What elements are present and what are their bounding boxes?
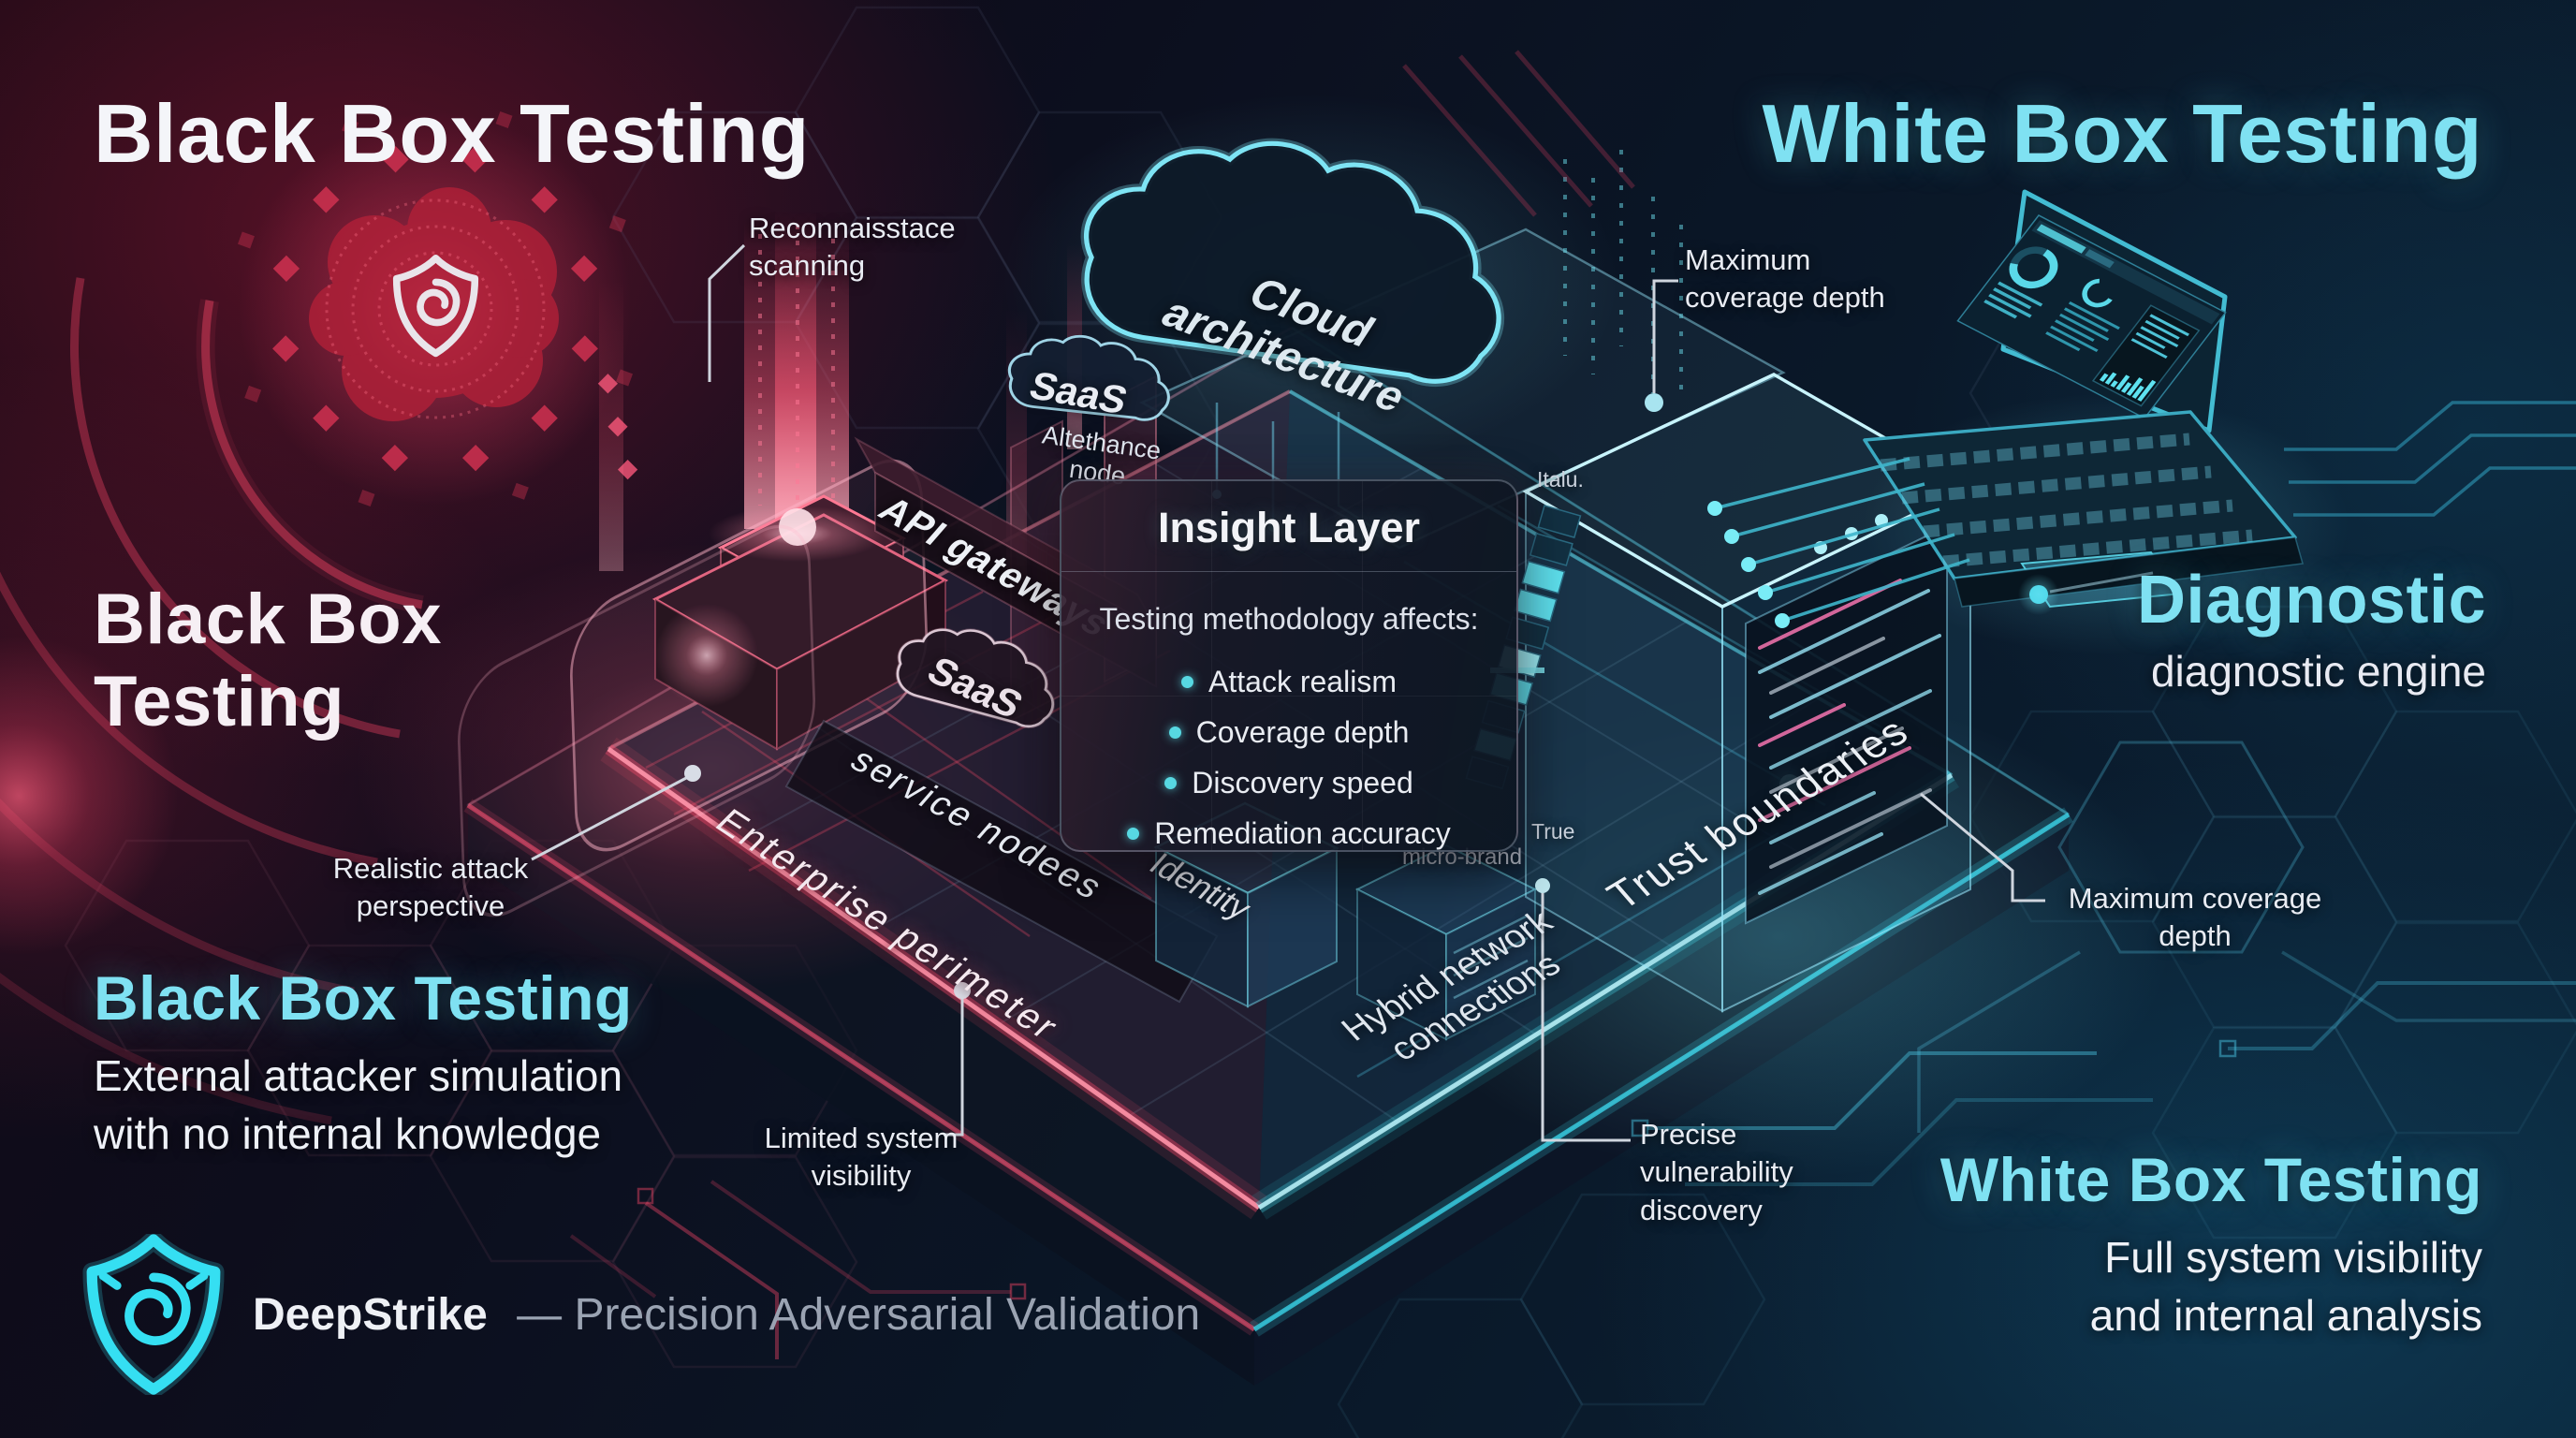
title-diagnostic: Diagnostic bbox=[2136, 563, 2486, 638]
callout-line: scanning bbox=[749, 249, 866, 283]
insight-bullet: Discovery speed bbox=[1164, 766, 1413, 800]
bullet-label: Attack realism bbox=[1208, 665, 1397, 698]
callout-line: vulnerability bbox=[1640, 1155, 1793, 1189]
callout-line: Limited system bbox=[764, 1122, 959, 1154]
insight-bullet: Attack realism bbox=[1181, 665, 1397, 699]
bullet-label: Coverage depth bbox=[1195, 715, 1410, 749]
callout-max-coverage-right: Maximum coverage depth bbox=[2050, 880, 2340, 956]
bullet-label: Remediation accuracy bbox=[1154, 816, 1451, 850]
panel-divider bbox=[1061, 571, 1516, 572]
bullet-dot-icon bbox=[1127, 828, 1140, 840]
shield-logo-icon bbox=[82, 1234, 225, 1395]
callout-line: depth bbox=[2159, 919, 2232, 953]
black-box-description: External attacker simulation with no int… bbox=[94, 1047, 622, 1163]
panel-grid-line bbox=[1061, 695, 1516, 697]
bullet-dot-icon bbox=[1164, 777, 1178, 789]
callout-line: discovery bbox=[1640, 1193, 1763, 1226]
edge-flare bbox=[0, 637, 178, 955]
footer-brand-bar: DeepStrike — Precision Adversarial Valid… bbox=[82, 1234, 1200, 1395]
desc-line: External attacker simulation bbox=[94, 1051, 623, 1100]
callout-line: Maximum coverage bbox=[2068, 882, 2322, 915]
service-nodes-band bbox=[784, 719, 1219, 1004]
insight-bullet: Remediation accuracy bbox=[1127, 816, 1451, 851]
callout-max-coverage-top: Maximum coverage depth bbox=[1685, 242, 1885, 317]
title-white-box-bottom: White Box Testing bbox=[1939, 1145, 2482, 1214]
title-black-box-bottom: Black Box Testing bbox=[94, 963, 633, 1033]
bullet-label: Discovery speed bbox=[1192, 766, 1413, 800]
desc-line: Full system visibility bbox=[2104, 1233, 2482, 1282]
callout-connectors bbox=[531, 243, 2154, 1142]
malware-virus-icon bbox=[237, 110, 638, 507]
title-black-box-mid: Black Box Testing bbox=[94, 579, 442, 743]
footer-text: DeepStrike — Precision Adversarial Valid… bbox=[253, 1289, 1200, 1341]
title-white-box-top: White Box Testing bbox=[1762, 87, 2482, 180]
callout-line: coverage depth bbox=[1685, 281, 1885, 315]
white-box-description: Full system visibility and internal anal… bbox=[2090, 1228, 2482, 1344]
title-line: Black Box bbox=[94, 580, 442, 659]
insight-bullet: Coverage depth bbox=[1168, 715, 1410, 750]
red-server-pedestal-icon bbox=[458, 211, 1157, 917]
circuit-traces bbox=[569, 401, 2576, 1359]
callout-realistic: Realistic attack perspective bbox=[309, 850, 552, 926]
callout-line: visibility bbox=[811, 1159, 912, 1193]
diagnostic-subtitle: diagnostic engine bbox=[2150, 647, 2486, 696]
desc-line: with no internal knowledge bbox=[94, 1109, 602, 1159]
insight-panel-title: Insight Layer bbox=[1157, 504, 1421, 551]
callout-line: Maximum bbox=[1685, 243, 1811, 276]
bullet-dot-icon bbox=[1168, 726, 1181, 739]
callout-limited: Limited system visibility bbox=[730, 1120, 992, 1196]
bullet-dot-icon bbox=[1181, 676, 1194, 688]
desc-line: and internal analysis bbox=[2089, 1291, 2482, 1341]
callout-recon: Reconnaisstace scanning bbox=[749, 210, 956, 286]
callout-line: Precise bbox=[1640, 1118, 1737, 1151]
identity-cube-icon bbox=[1153, 801, 1538, 1041]
callout-line: perspective bbox=[356, 889, 505, 923]
callout-precise: Precise vulnerability discovery bbox=[1640, 1116, 1793, 1229]
callout-line: Reconnaisstace bbox=[749, 212, 956, 244]
brand-name: DeepStrike bbox=[253, 1289, 488, 1340]
panel-grid-line bbox=[1211, 481, 1213, 850]
insight-panel-subtitle: Testing methodology affects: bbox=[1099, 602, 1479, 636]
radar-arcs-icon bbox=[0, 277, 424, 1125]
title-black-box-top: Black Box Testing bbox=[94, 87, 810, 180]
label-bar-top: Italu. bbox=[1537, 467, 1584, 492]
panel-grid-line bbox=[1361, 481, 1363, 850]
insight-bullet-list: Attack realism Coverage depth Discovery … bbox=[1061, 665, 1516, 851]
insight-layer-panel: Insight Layer Testing methodology affect… bbox=[1060, 479, 1518, 852]
callout-line: Realistic attack bbox=[332, 852, 529, 885]
title-line: Testing bbox=[94, 662, 345, 742]
label-bar-bottom: True bbox=[1531, 819, 1575, 844]
brand-tagline: — Precision Adversarial Validation bbox=[517, 1289, 1201, 1340]
